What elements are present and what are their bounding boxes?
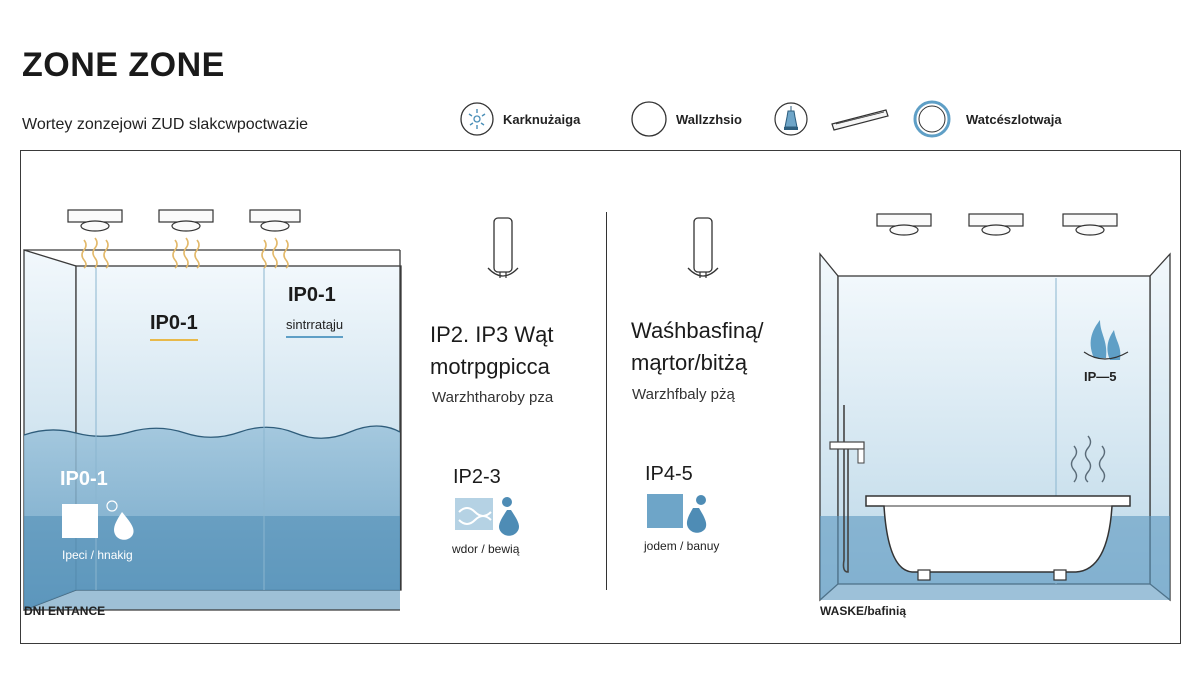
water-drop-icon — [62, 500, 134, 540]
mid-left-icon-caption: wdor / bewią — [452, 542, 520, 556]
fan-icon — [460, 102, 494, 136]
mid-right-zone: IP4-5 — [645, 463, 693, 485]
legend-label: Watcészlotwaja — [966, 111, 1062, 127]
page-subtitle: Wortey zonzejowi ZUD slakcwpoctwazie — [22, 116, 309, 133]
wall-lamp-icon — [687, 217, 719, 278]
ceiling-lights-right — [876, 213, 1118, 236]
zone-label-upper-a: IP0-1 — [150, 312, 198, 341]
page-title: ZONE ZONE — [22, 46, 225, 84]
mid-right-icon-caption: jodem / banuy — [644, 539, 720, 553]
light-bar-icon — [831, 109, 889, 131]
basin-water-icon — [647, 494, 707, 533]
mid-right-caption: Warzhfbaly pżą — [632, 386, 735, 403]
mid-left-heading-line1: IP2. IP3 Wąt — [430, 322, 554, 347]
mid-left-caption: Warzhtharoby pza — [432, 389, 554, 406]
zone-caption-lower: Ipeci / hnakig — [62, 548, 133, 562]
mid-left-heading-line2: motrpgpicca — [430, 354, 550, 379]
mid-right-heading-line2: mąrtor/bitżą — [631, 350, 748, 375]
bath-enclosure-right — [819, 252, 1171, 602]
zone-label-lower: IP0-1 — [60, 468, 108, 490]
ring-icon — [913, 100, 951, 138]
legend-item-fan: Karknużaiga — [459, 100, 580, 138]
mid-right-heading-line1: Waśhbasfiną/ — [631, 318, 764, 343]
circle-icon — [631, 101, 667, 137]
sink-water-icon — [455, 497, 519, 536]
diagram-frame — [20, 150, 1181, 644]
ceiling-lights-left — [67, 209, 301, 269]
legend-item-ring: Watcészlotwaja — [912, 100, 1062, 138]
zone-label-upper-b: IP0-1 — [288, 284, 336, 306]
legend-item-light-bar — [828, 100, 892, 138]
legend-item-circle: Wallzzhsio — [630, 100, 742, 138]
legend-label: Karknużaiga — [503, 111, 581, 127]
mid-left-zone: IP2-3 — [453, 466, 501, 488]
legend-item-bottle — [774, 100, 808, 138]
section-divider — [606, 212, 607, 590]
zone-caption-upper-b: sintrratąju — [286, 317, 344, 338]
right-zone-label: IP—5 — [1084, 369, 1117, 384]
right-footer-label: WASKE/bafinią — [820, 604, 907, 618]
bottle-icon — [774, 102, 808, 136]
legend-label: Wallzzhsio — [676, 111, 742, 127]
wall-lamp-icon — [487, 217, 519, 278]
left-footer-label: DNI ENTANCE — [24, 604, 106, 618]
